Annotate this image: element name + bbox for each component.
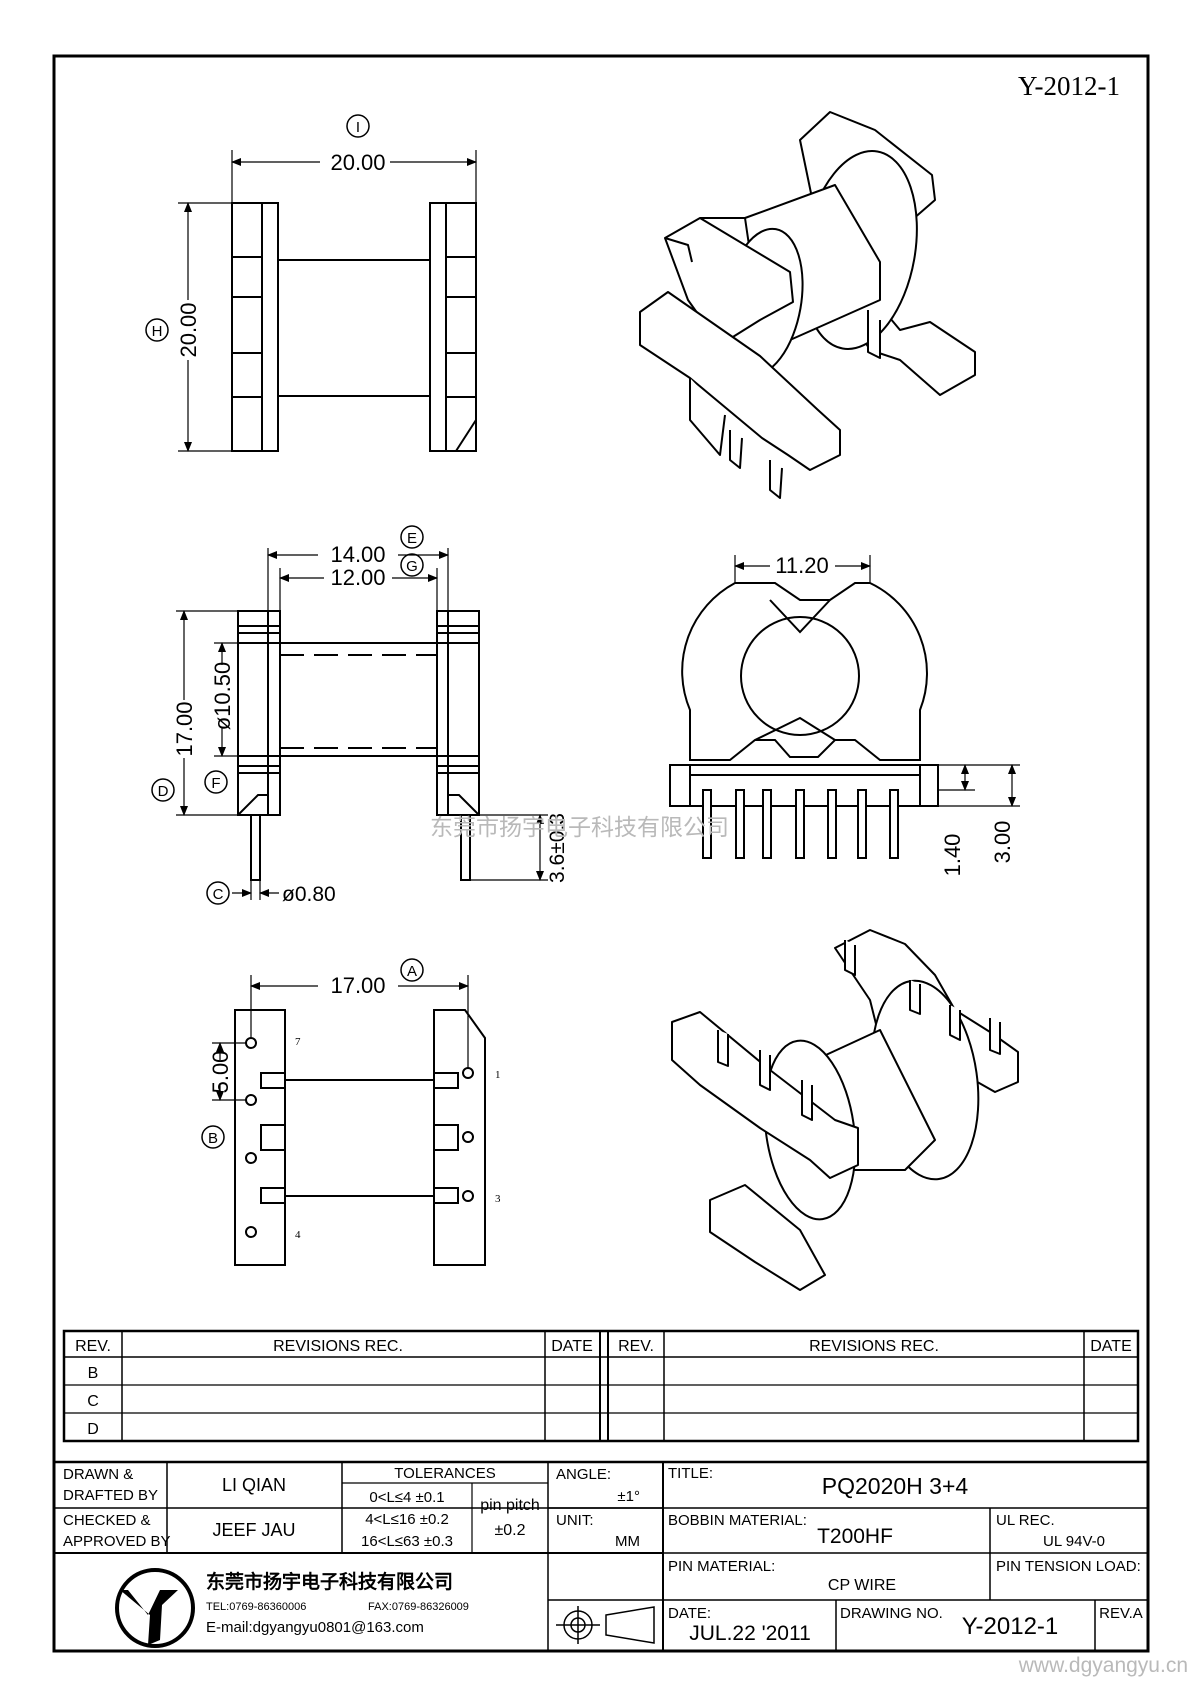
dim-side-width-inner: 12.00 (330, 565, 385, 590)
svg-text:H: H (152, 323, 163, 340)
callout-f: F (204, 770, 228, 794)
rev-row-d: D (87, 1421, 99, 1438)
date-label: DATE: (668, 1605, 711, 1622)
callout-c: C (206, 881, 230, 905)
iso-view-bottom (671, 929, 1019, 1291)
drawn-label-2: DRAFTED BY (63, 1487, 158, 1504)
svg-text:E: E (407, 530, 417, 547)
revisions-rec-header-right: REVISIONS REC. (809, 1338, 939, 1355)
company-fax: FAX:0769-86326009 (368, 1601, 469, 1613)
drawing-no-value: Y-2012-1 (962, 1613, 1059, 1640)
pin-number-4: 4 (295, 1229, 301, 1241)
drawing-no-label: DRAWING NO. (840, 1605, 943, 1622)
unit-label: UNIT: (556, 1512, 594, 1529)
dim-top-height: 20.00 (176, 302, 201, 357)
dim-pin-length: 3.6±0.3 (546, 813, 569, 883)
angle-label: ANGLE: (556, 1466, 611, 1483)
date-header-left: DATE (551, 1338, 592, 1355)
bobbin-material-value: T200HF (817, 1525, 893, 1548)
tolerances-label: TOLERANCES (394, 1465, 495, 1482)
angle-value: ±1° (617, 1488, 640, 1505)
revisions-table (62, 1329, 1140, 1443)
rev-header-left: REV. (75, 1338, 111, 1355)
callout-i: I (346, 114, 370, 138)
pin-pitch-label: pin pitch (480, 1497, 540, 1514)
svg-text:C: C (213, 886, 224, 903)
date-value: JUL.22 '2011 (689, 1622, 811, 1645)
title-label: TITLE: (668, 1465, 713, 1482)
checked-label-2: APPROVED BY (63, 1533, 171, 1550)
dim-front-step: 1.40 (940, 834, 965, 877)
side-view-dims (176, 548, 548, 900)
title-block (52, 1460, 1150, 1653)
iso-view-top (639, 111, 976, 499)
rev-row-c: C (87, 1393, 99, 1410)
svg-text:D: D (158, 783, 169, 800)
checked-label-1: CHECKED & (63, 1512, 151, 1529)
top-view-dims (178, 150, 477, 452)
pin-number-7: 7 (295, 1036, 301, 1048)
drawn-label-1: DRAWN & (63, 1466, 133, 1483)
callout-b: B (201, 1125, 225, 1149)
pin-tension-label: PIN TENSION LOAD: (996, 1558, 1141, 1575)
tolerance-row-1: 0<L≤4 ±0.1 (369, 1489, 444, 1506)
svg-text:G: G (406, 558, 418, 575)
drawing-id-top: Y-2012-1 (1018, 71, 1120, 101)
unit-value: MM (615, 1533, 640, 1550)
bottom-view (234, 1009, 486, 1266)
top-view (231, 202, 477, 452)
pin-material-value: CP WIRE (828, 1577, 896, 1594)
dim-side-width-outer: 14.00 (330, 542, 385, 567)
front-view-dims (734, 555, 1020, 807)
rev-row-b: B (88, 1365, 99, 1382)
dim-side-height: 17.00 (172, 701, 197, 756)
rev-header-right: REV. (618, 1338, 654, 1355)
company-tel: TEL:0769-86360006 (206, 1601, 306, 1613)
ul-rec-label: UL REC. (996, 1512, 1055, 1529)
svg-text:I: I (356, 119, 360, 136)
callout-h: H (145, 318, 169, 342)
svg-text:B: B (208, 1130, 218, 1147)
dim-front-height: 3.00 (990, 821, 1015, 864)
title-value: PQ2020H 3+4 (822, 1473, 969, 1499)
watermark-url: www.dgyangyu.cn (1018, 1654, 1188, 1677)
callout-d: D (151, 778, 175, 802)
revisions-rec-header-left: REVISIONS REC. (273, 1338, 403, 1355)
pin-number-1: 1 (495, 1069, 501, 1081)
dim-front-width: 11.20 (775, 553, 828, 578)
ul-rec-value: UL 94V-0 (1043, 1533, 1105, 1550)
revision-value: REV.A (1099, 1605, 1143, 1622)
tolerance-row-2: 4<L≤16 ±0.2 (365, 1511, 449, 1528)
dim-top-width: 20.00 (330, 150, 385, 175)
dim-pin-diameter: ø0.80 (282, 883, 336, 906)
dim-pin-pitch: 5.00 (208, 1051, 233, 1094)
company-email: E-mail:dgyangyu0801@163.com (206, 1619, 424, 1636)
tolerance-row-3: 16<L≤63 ±0.3 (361, 1533, 453, 1550)
watermark-company: 东莞市扬宇电子科技有限公司 (430, 814, 729, 840)
bottom-view-dims (212, 975, 469, 1101)
side-view (237, 610, 480, 881)
callout-e: E (400, 525, 424, 549)
pin-pitch-value: ±0.2 (494, 1522, 525, 1539)
svg-text:A: A (407, 963, 417, 980)
drawn-value: LI QIAN (222, 1475, 286, 1495)
company-name-cn: 东莞市扬宇电子科技有限公司 (206, 1570, 453, 1593)
svg-text:F: F (211, 775, 220, 792)
front-view (669, 582, 939, 859)
date-header-right: DATE (1090, 1338, 1131, 1355)
bobbin-material-label: BOBBIN MATERIAL: (668, 1512, 807, 1529)
callout-a: A (400, 958, 424, 982)
projection-symbol (556, 1606, 655, 1644)
callout-g: G (400, 553, 424, 577)
dim-core-diameter: ø10.50 (210, 662, 235, 731)
checked-value: JEEF JAU (212, 1520, 295, 1540)
company-logo: YY (115, 1568, 195, 1648)
pin-material-label: PIN MATERIAL: (668, 1558, 775, 1575)
dim-bottom-width: 17.00 (330, 973, 385, 998)
pin-number-3: 3 (495, 1193, 501, 1205)
